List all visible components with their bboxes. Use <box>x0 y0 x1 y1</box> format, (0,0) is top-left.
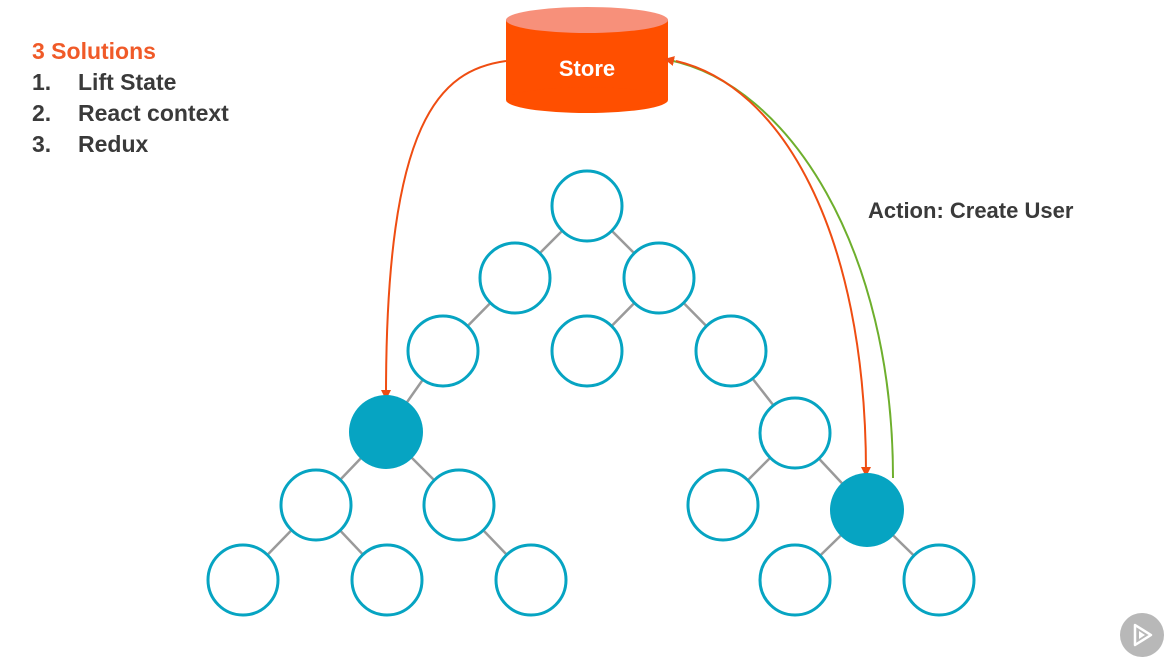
tree-node <box>406 314 480 388</box>
list-item: 1. Lift State <box>32 67 229 98</box>
store-top <box>506 7 668 33</box>
tree-node <box>902 543 976 617</box>
list-item-label: Redux <box>78 131 149 157</box>
tree-node <box>758 396 832 470</box>
tree-node <box>478 241 552 315</box>
tree-node <box>622 241 696 315</box>
play-triangle-icon <box>1133 623 1153 647</box>
store-label: Store <box>559 56 615 81</box>
list-item: 2. React context <box>32 98 229 129</box>
list-item-label: React context <box>78 100 229 126</box>
action-label: Action: Create User <box>868 198 1074 223</box>
store-body <box>506 20 668 100</box>
tree-node <box>494 543 568 617</box>
list-item-number: 1. <box>32 69 52 95</box>
list-item: 3. Redux <box>32 129 229 160</box>
list-item-label: Lift State <box>78 69 177 95</box>
store-to-node-arrow <box>381 60 507 400</box>
tree-node <box>686 468 760 542</box>
store-cylinder: Store <box>506 7 668 113</box>
tree-node <box>694 314 768 388</box>
tree-node <box>550 169 624 243</box>
tree-nodes <box>206 169 976 617</box>
tree-node-connected <box>830 473 904 547</box>
solutions-list: 3 Solutions 1. Lift State 2. React conte… <box>32 36 229 160</box>
tree-node <box>758 543 832 617</box>
list-item-number: 2. <box>32 100 52 126</box>
tree-node <box>206 543 280 617</box>
tree-node-connected <box>349 395 423 469</box>
store-bottom <box>506 87 668 113</box>
store-to-subscriber-arrow <box>675 60 871 477</box>
tree-node <box>550 314 624 388</box>
play-logo-icon <box>1120 613 1164 657</box>
solutions-items: 1. Lift State 2. React context 3. Redux <box>32 67 229 160</box>
tree-node <box>279 468 353 542</box>
tree-node <box>422 468 496 542</box>
solutions-title: 3 Solutions <box>32 38 156 64</box>
tree-node <box>350 543 424 617</box>
list-item-number: 3. <box>32 131 52 157</box>
